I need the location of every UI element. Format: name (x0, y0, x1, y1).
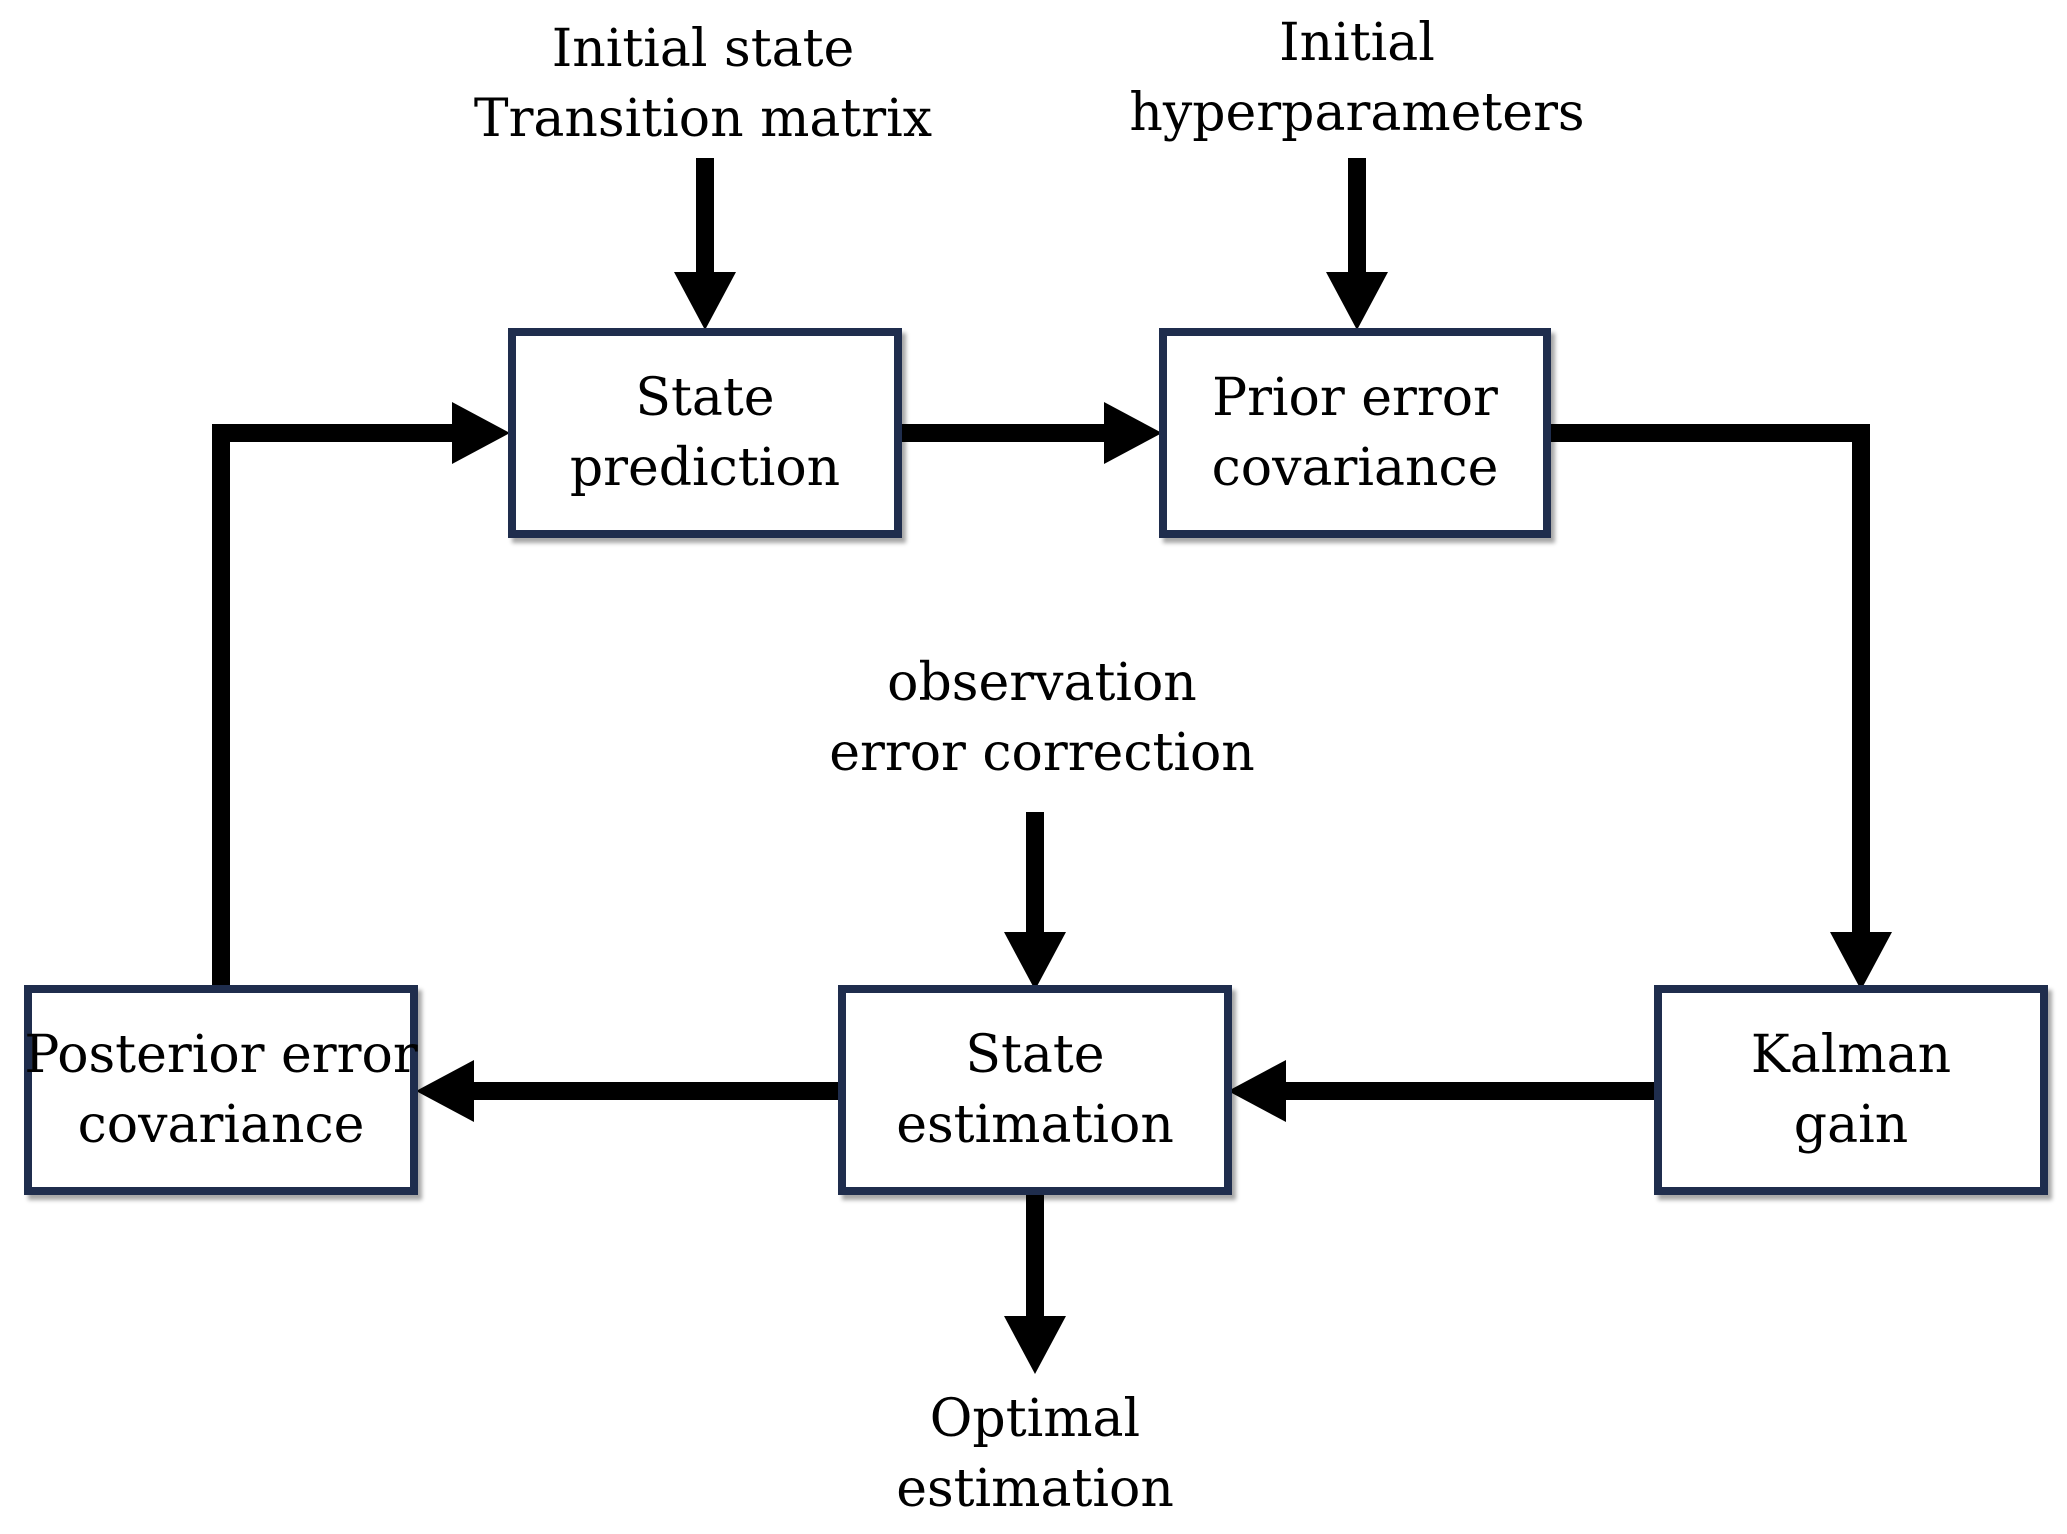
node-posterior-error-covariance-line2: covariance (77, 1095, 365, 1155)
node-kalman-gain-line1: Kalman (1750, 1025, 1952, 1085)
node-posterior-error-covariance: Posterior error covariance (24, 985, 418, 1195)
input-initial-state-line1: Initial state (551, 19, 855, 79)
node-kalman-gain: Kalman gain (1654, 985, 2048, 1195)
input-hyperparameters-line2: hyperparameters (1129, 83, 1585, 143)
node-state-prediction-line2: prediction (569, 438, 841, 498)
arrow-initial-state-to-state-prediction (674, 158, 736, 330)
input-hyperparameters-line1: Initial (1279, 13, 1435, 73)
node-prior-error-covariance-line1: Prior error (1212, 368, 1498, 428)
node-state-estimation-line1: State (965, 1025, 1105, 1085)
arrow-hyperparameters-to-prior-covariance (1326, 158, 1388, 330)
node-state-estimation-line2: estimation (896, 1095, 1174, 1155)
node-state-estimation: State estimation (838, 985, 1232, 1195)
node-state-prediction-line1: State (635, 368, 775, 428)
input-label-initial-hyperparameters: Initial hyperparameters (1129, 8, 1584, 148)
node-prior-error-covariance-line2: covariance (1211, 438, 1499, 498)
arrow-state-estimation-to-optimal-estimation (1004, 1190, 1066, 1374)
arrow-prior-covariance-to-kalman-gain (1548, 424, 1892, 990)
input-label-initial-state: Initial state Transition matrix (474, 14, 932, 154)
arrow-state-prediction-to-prior-covariance (898, 402, 1162, 464)
input-observation-line1: observation (887, 653, 1197, 713)
output-label-optimal-estimation: Optimal estimation (896, 1384, 1174, 1524)
arrow-posterior-covariance-to-state-prediction (212, 402, 510, 986)
node-state-prediction: State prediction (508, 328, 902, 538)
output-optimal-estimation-line2: estimation (896, 1459, 1174, 1519)
input-label-observation: observation error correction (829, 648, 1255, 788)
node-kalman-gain-line2: gain (1793, 1095, 1909, 1155)
input-observation-line2: error correction (829, 723, 1255, 783)
input-initial-state-line2: Transition matrix (473, 89, 933, 149)
node-prior-error-covariance: Prior error covariance (1159, 328, 1551, 538)
arrow-kalman-gain-to-state-estimation (1228, 1060, 1654, 1122)
output-optimal-estimation-line1: Optimal (929, 1389, 1141, 1449)
arrow-observation-to-state-estimation (1004, 812, 1066, 990)
node-posterior-error-covariance-line1: Posterior error (24, 1025, 418, 1085)
arrow-state-estimation-to-posterior-covariance (416, 1060, 844, 1122)
